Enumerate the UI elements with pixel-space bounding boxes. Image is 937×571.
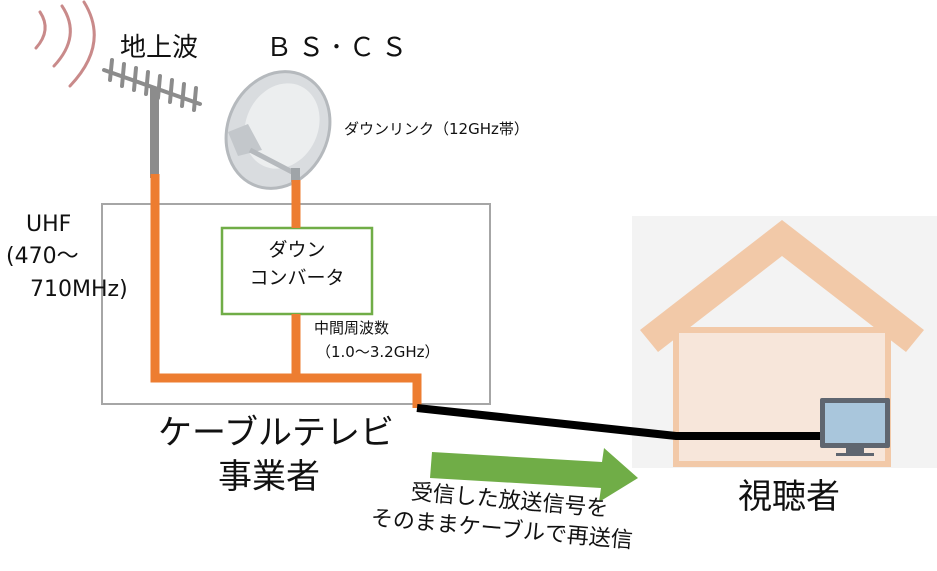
antenna-mast-icon [150,88,159,178]
cable-operator-line1: ケーブルテレビ [158,413,394,453]
viewer-label: 視聴者 [738,477,840,517]
radio-waves-icon [34,0,96,88]
house-icon [640,220,924,467]
tv-icon [820,398,890,456]
down-converter-line2: コンバータ [249,267,345,289]
uhf-range-line2: 710MHz) [30,277,128,302]
antenna-icon [102,58,202,112]
signal-lines [150,174,422,408]
bs-cs-label: ＢＳ･ＣＳ [266,33,414,63]
satellite-dish-icon [224,70,332,190]
terrestrial-label: 地上波 [120,33,199,63]
cable-operator-line2: 事業者 [218,457,320,497]
uhf-range-line1: (470～ [6,244,79,269]
uhf-label: UHF [26,212,72,237]
intermediate-freq-label: 中間周波数 [314,319,390,337]
cable-line [416,404,822,440]
downlink-label: ダウンリンク（12GHz帯） [344,120,529,138]
retransmit-arrow-icon [430,448,638,502]
down-converter-line1: ダウン [268,239,326,261]
intermediate-range-label: （1.0～3.2GHz） [316,343,440,361]
